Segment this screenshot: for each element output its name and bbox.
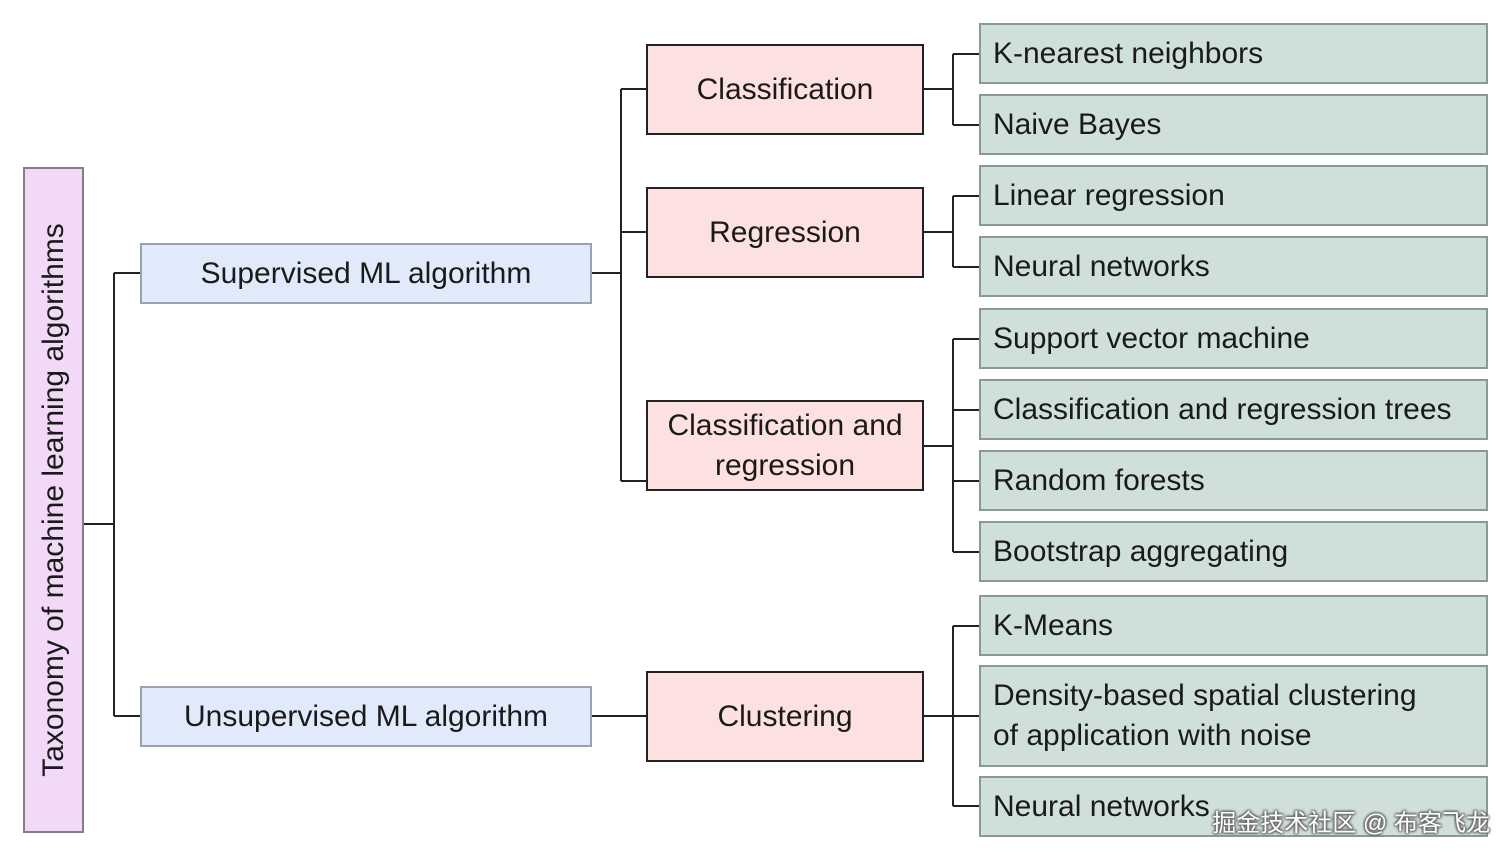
leaf-dbscan: Density-based spatial clustering of appl… <box>979 665 1488 767</box>
leaf-label: Linear regression <box>993 178 1225 212</box>
leaf-neural-networks-regression: Neural networks <box>979 236 1488 297</box>
leaf-linear-regression: Linear regression <box>979 165 1488 226</box>
classification-and-regression-node: Classification and regression <box>646 400 924 491</box>
unsupervised-label: Unsupervised ML algorithm <box>183 699 549 733</box>
leaf-label: Support vector machine <box>993 321 1310 355</box>
leaf-label: Density-based spatial clustering of appl… <box>993 679 1417 752</box>
leaf-bootstrap-aggregating: Bootstrap aggregating <box>979 521 1488 582</box>
clustering-label: Clustering <box>717 699 853 733</box>
root-node: Taxonomy of machine learning algorithms <box>23 167 84 833</box>
supervised-node: Supervised ML algorithm <box>140 243 592 304</box>
leaf-label: K-nearest neighbors <box>993 36 1264 70</box>
leaf-label: Classification and regression trees <box>993 392 1452 426</box>
leaf-label: Random forests <box>993 463 1205 497</box>
classification-and-regression-label: Classification and regression <box>667 408 903 482</box>
leaf-k-nearest-neighbors: K-nearest neighbors <box>979 23 1488 84</box>
leaf-label: Naive Bayes <box>993 107 1162 141</box>
leaf-label: Neural networks <box>993 789 1210 823</box>
root-label: Taxonomy of machine learning algorithms <box>36 223 70 777</box>
watermark: 掘金技术社区 @ 布客飞龙 <box>1212 810 1490 837</box>
leaf-classification-and-regression-trees: Classification and regression trees <box>979 379 1488 440</box>
leaf-support-vector-machine: Support vector machine <box>979 308 1488 369</box>
unsupervised-node: Unsupervised ML algorithm <box>140 686 592 747</box>
leaf-label: Neural networks <box>993 249 1210 283</box>
classification-node: Classification <box>646 44 924 135</box>
classification-label: Classification <box>696 72 874 106</box>
leaf-random-forests: Random forests <box>979 450 1488 511</box>
regression-node: Regression <box>646 187 924 278</box>
supervised-label: Supervised ML algorithm <box>200 256 532 290</box>
leaf-label: K-Means <box>993 608 1114 642</box>
clustering-node: Clustering <box>646 671 924 762</box>
leaf-naive-bayes: Naive Bayes <box>979 94 1488 155</box>
leaf-neural-networks-clustering: Neural networks <box>979 776 1488 837</box>
leaf-label: Bootstrap aggregating <box>993 534 1289 568</box>
leaf-k-means: K-Means <box>979 595 1488 656</box>
regression-label: Regression <box>709 215 861 249</box>
